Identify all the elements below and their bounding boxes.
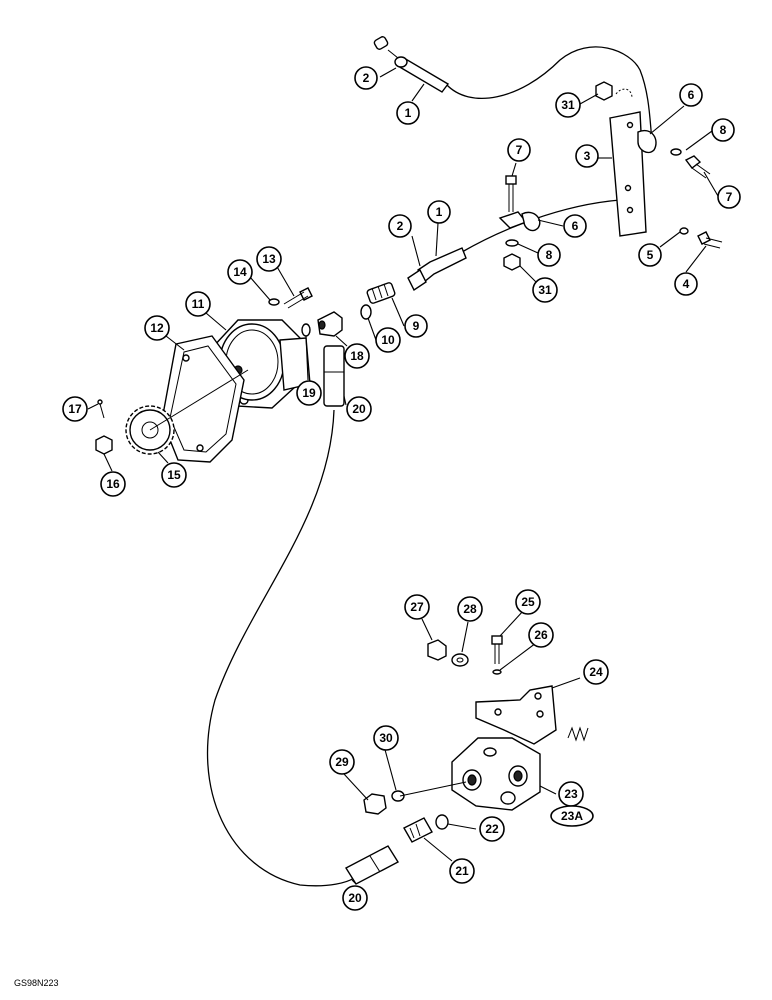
tube-upper — [373, 36, 450, 93]
callout-7-right: 7 — [717, 185, 741, 209]
callout-17: 17 — [62, 396, 88, 422]
svg-text:14: 14 — [233, 265, 247, 279]
svg-text:30: 30 — [379, 731, 393, 745]
svg-text:18: 18 — [350, 349, 364, 363]
callout-27: 27 — [404, 594, 430, 620]
callout-1-top: 1 — [396, 101, 420, 125]
callout-20-bottom: 20 — [342, 885, 368, 911]
svg-text:3: 3 — [584, 149, 591, 163]
callout-13: 13 — [256, 246, 282, 272]
callout-23a: 23A — [550, 805, 594, 827]
callout-31-mid: 31 — [532, 277, 558, 303]
svg-text:15: 15 — [167, 468, 181, 482]
callout-11: 11 — [185, 291, 211, 317]
svg-text:8: 8 — [720, 123, 727, 137]
svg-text:31: 31 — [538, 283, 552, 297]
callout-29: 29 — [329, 749, 355, 775]
gear — [95, 369, 249, 455]
valve-assembly — [345, 635, 589, 885]
svg-text:1: 1 — [436, 205, 443, 219]
hose-upper — [445, 46, 653, 141]
callout-8-top: 8 — [711, 118, 735, 142]
hose-middle — [461, 199, 621, 253]
callout-15: 15 — [161, 462, 187, 488]
svg-text:1: 1 — [405, 106, 412, 120]
svg-text:2: 2 — [397, 219, 404, 233]
callout-3: 3 — [575, 144, 599, 168]
svg-text:9: 9 — [413, 319, 420, 333]
svg-text:23: 23 — [564, 787, 578, 801]
hose-long-lower — [206, 409, 355, 887]
callout-31-top: 31 — [555, 92, 581, 118]
svg-text:7: 7 — [516, 143, 523, 157]
svg-text:26: 26 — [534, 628, 548, 642]
callout-4: 4 — [674, 272, 698, 296]
fittings-pump-outlet — [301, 282, 396, 407]
callout-26: 26 — [528, 622, 554, 648]
callout-5: 5 — [638, 243, 662, 267]
callout-28: 28 — [457, 596, 483, 622]
callout-23: 23 — [558, 781, 584, 807]
svg-text:6: 6 — [688, 88, 695, 102]
callout-10: 10 — [375, 327, 401, 353]
svg-text:23A: 23A — [561, 809, 583, 823]
drawing-reference-code: GS98N223 — [14, 978, 59, 988]
svg-text:19: 19 — [302, 386, 316, 400]
svg-text:20: 20 — [348, 891, 362, 905]
svg-text:5: 5 — [647, 248, 654, 262]
svg-text:24: 24 — [589, 665, 603, 679]
svg-text:16: 16 — [106, 477, 120, 491]
callout-30: 30 — [373, 725, 399, 751]
svg-text:7: 7 — [726, 190, 733, 204]
callout-2-top: 2 — [354, 66, 378, 90]
svg-text:10: 10 — [381, 333, 395, 347]
callout-7-mid: 7 — [507, 138, 531, 162]
svg-text:2: 2 — [363, 71, 370, 85]
svg-text:21: 21 — [455, 864, 469, 878]
callout-2-mid: 2 — [388, 214, 412, 238]
svg-text:11: 11 — [192, 297, 205, 311]
svg-text:8: 8 — [546, 248, 553, 262]
callout-9: 9 — [404, 314, 428, 338]
callout-24: 24 — [583, 659, 609, 685]
leader-lines — [87, 67, 719, 885]
callout-19: 19 — [296, 380, 322, 406]
tube-middle — [407, 175, 541, 292]
callout-25: 25 — [515, 589, 541, 615]
svg-text:6: 6 — [572, 219, 579, 233]
svg-text:4: 4 — [683, 277, 690, 291]
callout-1-mid: 1 — [427, 200, 451, 224]
svg-text:17: 17 — [68, 402, 82, 416]
callout-22: 22 — [479, 816, 505, 842]
svg-text:25: 25 — [521, 595, 535, 609]
callout-16: 16 — [100, 471, 126, 497]
callout-18: 18 — [344, 343, 370, 369]
svg-text:28: 28 — [463, 602, 477, 616]
callout-6-top: 6 — [679, 83, 703, 107]
callout-12: 12 — [144, 315, 170, 341]
callout-6-mid: 6 — [563, 214, 587, 238]
callout-8-mid: 8 — [537, 243, 561, 267]
svg-text:13: 13 — [262, 252, 276, 266]
svg-text:31: 31 — [561, 98, 575, 112]
bracket-upper — [595, 81, 723, 249]
svg-text:12: 12 — [150, 321, 164, 335]
svg-text:29: 29 — [335, 755, 349, 769]
callout-14: 14 — [227, 259, 253, 285]
callout-21: 21 — [449, 858, 475, 884]
svg-text:20: 20 — [352, 402, 366, 416]
svg-text:22: 22 — [485, 822, 499, 836]
callout-20-top: 20 — [346, 396, 372, 422]
svg-text:27: 27 — [410, 600, 424, 614]
